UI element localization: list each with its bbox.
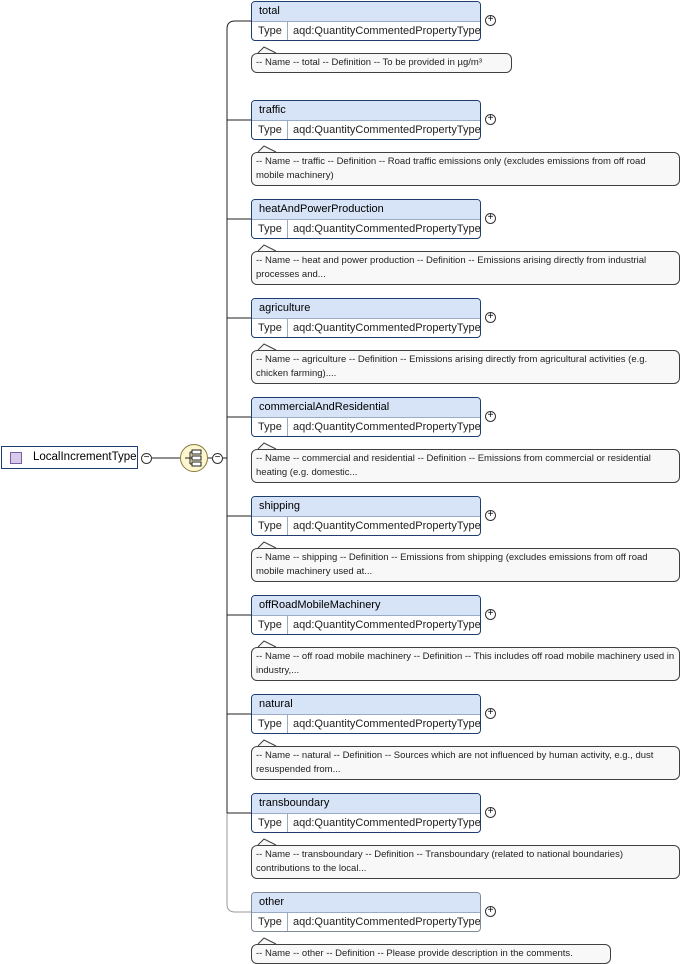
type-label: Type bbox=[252, 517, 288, 535]
type-row: Type aqd:QuantityCommentedPropertyType bbox=[252, 220, 481, 238]
element-name: heatAndPowerProduction bbox=[252, 200, 480, 220]
expand-element-icon[interactable]: + bbox=[485, 906, 496, 917]
collapse-root-icon[interactable]: − bbox=[141, 453, 152, 464]
type-label: Type bbox=[252, 715, 288, 733]
type-label: Type bbox=[252, 814, 288, 832]
annotation-tab-icon bbox=[257, 541, 277, 549]
root-type-label: LocalIncrementType bbox=[33, 451, 137, 463]
annotation-traffic: -- Name -- traffic -- Definition -- Road… bbox=[251, 152, 680, 186]
connector-line bbox=[226, 20, 251, 813]
expand-element-icon[interactable]: + bbox=[485, 609, 496, 620]
element-name: other bbox=[252, 893, 480, 913]
type-value: aqd:QuantityCommentedPropertyType bbox=[293, 421, 481, 433]
type-label: Type bbox=[252, 121, 288, 139]
type-row: Type aqd:QuantityCommentedPropertyType bbox=[252, 814, 481, 832]
element-name: shipping bbox=[252, 497, 480, 517]
type-row: Type aqd:QuantityCommentedPropertyType bbox=[252, 517, 481, 535]
expand-element-icon[interactable]: + bbox=[485, 411, 496, 422]
sequence-glyph-icon bbox=[185, 449, 202, 467]
element-name: total bbox=[252, 2, 480, 22]
type-row: Type aqd:QuantityCommentedPropertyType bbox=[252, 319, 481, 337]
annotation-agriculture: -- Name -- agriculture -- Definition -- … bbox=[251, 350, 680, 384]
element-name: agriculture bbox=[252, 299, 480, 319]
element-name: traffic bbox=[252, 101, 480, 121]
annotation-heatAndPowerProduction: -- Name -- heat and power production -- … bbox=[251, 251, 680, 285]
root-complex-type[interactable]: LocalIncrementType bbox=[1, 446, 138, 469]
type-row: Type aqd:QuantityCommentedPropertyType bbox=[252, 22, 481, 40]
type-row: Type aqd:QuantityCommentedPropertyType bbox=[252, 418, 481, 436]
type-value: aqd:QuantityCommentedPropertyType bbox=[293, 124, 481, 136]
expand-element-icon[interactable]: + bbox=[485, 312, 496, 323]
type-label: Type bbox=[252, 913, 288, 931]
type-label: Type bbox=[252, 616, 288, 634]
annotation-tab-icon bbox=[257, 244, 277, 252]
annotation-offRoadMobileMachinery: -- Name -- off road mobile machinery -- … bbox=[251, 647, 680, 681]
annotation-tab-icon bbox=[257, 343, 277, 351]
type-value: aqd:QuantityCommentedPropertyType bbox=[293, 916, 481, 928]
annotation-tab-icon bbox=[257, 442, 277, 450]
expand-element-icon[interactable]: + bbox=[485, 15, 496, 26]
expand-element-icon[interactable]: + bbox=[485, 213, 496, 224]
expand-element-icon[interactable]: + bbox=[485, 708, 496, 719]
type-value: aqd:QuantityCommentedPropertyType bbox=[293, 223, 481, 235]
sequence-compositor-icon[interactable] bbox=[180, 444, 208, 472]
annotation-other: -- Name -- other -- Definition -- Please… bbox=[251, 944, 611, 964]
element-name: natural bbox=[252, 695, 480, 715]
annotation-tab-icon bbox=[257, 46, 277, 54]
type-row: Type aqd:QuantityCommentedPropertyType bbox=[252, 715, 481, 733]
annotation-transboundary: -- Name -- transboundary -- Definition -… bbox=[251, 845, 680, 879]
annotation-tab-icon bbox=[257, 739, 277, 747]
expand-element-icon[interactable]: + bbox=[485, 114, 496, 125]
collapse-sequence-icon[interactable]: − bbox=[212, 453, 223, 464]
type-value: aqd:QuantityCommentedPropertyType bbox=[293, 718, 481, 730]
annotation-tab-icon bbox=[257, 145, 277, 153]
expand-element-icon[interactable]: + bbox=[485, 510, 496, 521]
annotation-shipping: -- Name -- shipping -- Definition -- Emi… bbox=[251, 548, 680, 582]
type-value: aqd:QuantityCommentedPropertyType bbox=[293, 322, 481, 334]
type-label: Type bbox=[252, 319, 288, 337]
element-name: commercialAndResidential bbox=[252, 398, 480, 418]
type-row: Type aqd:QuantityCommentedPropertyType bbox=[252, 121, 481, 139]
annotation-tab-icon bbox=[257, 937, 277, 945]
complex-type-icon bbox=[10, 452, 22, 464]
type-label: Type bbox=[252, 418, 288, 436]
type-value: aqd:QuantityCommentedPropertyType bbox=[293, 520, 481, 532]
element-name: transboundary bbox=[252, 794, 480, 814]
connector-line bbox=[226, 813, 251, 913]
type-value: aqd:QuantityCommentedPropertyType bbox=[293, 619, 481, 631]
type-label: Type bbox=[252, 220, 288, 238]
annotation-total: -- Name -- total -- Definition -- To be … bbox=[251, 53, 512, 73]
type-row: Type aqd:QuantityCommentedPropertyType bbox=[252, 616, 481, 634]
type-row: Type aqd:QuantityCommentedPropertyType bbox=[252, 913, 481, 931]
element-name: offRoadMobileMachinery bbox=[252, 596, 480, 616]
annotation-tab-icon bbox=[257, 640, 277, 648]
expand-element-icon[interactable]: + bbox=[485, 807, 496, 818]
annotation-natural: -- Name -- natural -- Definition -- Sour… bbox=[251, 746, 680, 780]
annotation-commercialAndResidential: -- Name -- commercial and residential --… bbox=[251, 449, 680, 483]
type-value: aqd:QuantityCommentedPropertyType bbox=[293, 817, 481, 829]
annotation-tab-icon bbox=[257, 838, 277, 846]
type-label: Type bbox=[252, 22, 288, 40]
type-value: aqd:QuantityCommentedPropertyType bbox=[293, 25, 481, 37]
